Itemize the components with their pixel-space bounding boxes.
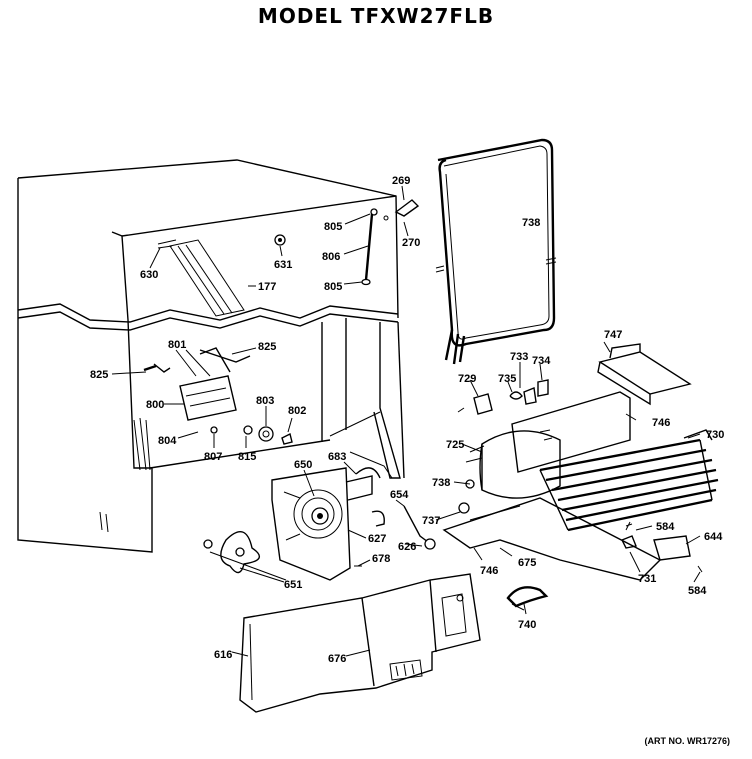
- part-label-627: 627: [368, 533, 386, 545]
- part-label-825-right: 825: [258, 341, 276, 353]
- part-label-738-condenser: 738: [522, 217, 540, 229]
- part-label-737: 737: [422, 515, 440, 527]
- fan-housing: [203, 467, 436, 581]
- part-label-825-left: 825: [90, 369, 108, 381]
- thermostat-assembly: [143, 347, 293, 445]
- part-label-807: 807: [204, 451, 222, 463]
- part-label-731: 731: [638, 573, 656, 585]
- part-label-815: 815: [238, 451, 256, 463]
- part-label-746-base: 746: [480, 565, 498, 577]
- part-label-735: 735: [498, 373, 516, 385]
- part-label-800: 800: [146, 399, 164, 411]
- part-label-725: 725: [446, 439, 464, 451]
- part-label-644: 644: [704, 531, 723, 543]
- part-label-630: 630: [140, 269, 158, 281]
- leader-lines: [111, 185, 701, 657]
- part-label-675: 675: [518, 557, 536, 569]
- part-label-738-compressor: 738: [432, 477, 450, 489]
- part-label-177: 177: [258, 281, 276, 293]
- part-label-801: 801: [168, 339, 186, 351]
- bracket-747: [597, 343, 692, 406]
- art-number: (ART NO. WR17276): [644, 736, 730, 746]
- part-label-269: 269: [392, 175, 410, 187]
- part-label-806: 806: [322, 251, 340, 263]
- part-label-733: 733: [510, 351, 528, 363]
- part-label-683: 683: [328, 451, 346, 463]
- part-label-616: 616: [214, 649, 232, 661]
- part-label-730: 730: [706, 429, 724, 441]
- part-label-654: 654: [390, 489, 409, 501]
- clip-740: [506, 586, 549, 611]
- part-label-631: 631: [274, 259, 292, 271]
- part-label-805-top: 805: [324, 221, 342, 233]
- part-label-650: 650: [294, 459, 312, 471]
- rear-panel: [239, 573, 481, 713]
- part-label-651: 651: [284, 579, 302, 591]
- compressor-assembly: [442, 379, 662, 581]
- diagram-title: MODEL TFXW27FLB: [257, 4, 495, 28]
- part-label-626: 626: [398, 541, 416, 553]
- part-label-740: 740: [518, 619, 536, 631]
- part-label-729: 729: [458, 373, 476, 385]
- part-labels: 269 270 738 805 806 805 630 631 177 747 …: [90, 175, 724, 665]
- part-label-734: 734: [532, 355, 551, 367]
- part-label-805-bottom: 805: [324, 281, 342, 293]
- part-label-802: 802: [288, 405, 306, 417]
- part-label-678: 678: [372, 553, 390, 565]
- small-hardware: [621, 521, 703, 573]
- part-label-270: 270: [402, 237, 420, 249]
- part-label-584-top: 584: [656, 521, 675, 533]
- cabinet-drawing: [17, 159, 420, 553]
- part-label-746-shroud: 746: [652, 417, 670, 429]
- condenser-loop: [435, 138, 557, 365]
- part-label-676: 676: [328, 653, 346, 665]
- part-label-804: 804: [158, 435, 177, 447]
- part-label-803: 803: [256, 395, 274, 407]
- part-label-584-bottom: 584: [688, 585, 707, 597]
- condenser-coil: [539, 429, 719, 532]
- part-label-747: 747: [604, 329, 622, 341]
